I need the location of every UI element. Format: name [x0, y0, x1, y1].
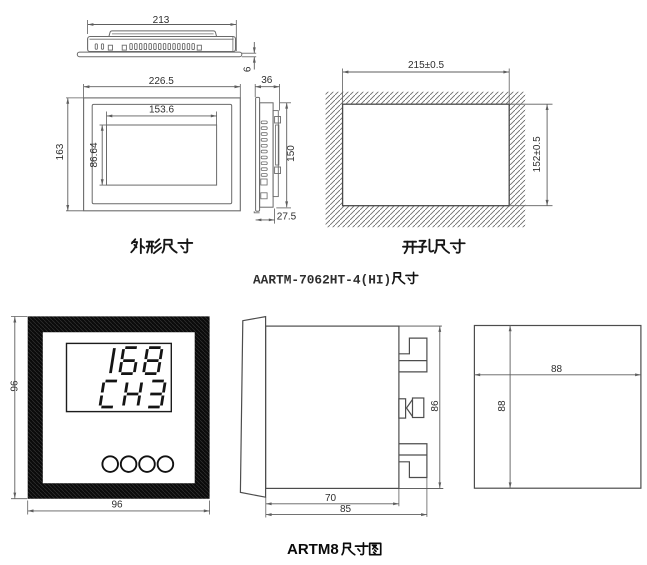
svg-text:85: 85 — [340, 504, 352, 515]
svg-text:36: 36 — [261, 75, 273, 86]
svg-text:88: 88 — [497, 400, 508, 412]
svg-text:86: 86 — [430, 400, 441, 412]
svg-text:ARTM8: ARTM8 — [287, 541, 339, 558]
svg-text:AARTM-7062HT-4(HI): AARTM-7062HT-4(HI) — [253, 273, 391, 288]
svg-text:215±0.5: 215±0.5 — [408, 60, 445, 71]
svg-text:226.5: 226.5 — [149, 76, 174, 87]
svg-text:163: 163 — [55, 143, 66, 160]
svg-text:70: 70 — [325, 493, 337, 504]
svg-text:86.64: 86.64 — [89, 142, 100, 167]
svg-text:27.5: 27.5 — [277, 211, 297, 222]
svg-text:153.6: 153.6 — [149, 104, 174, 115]
svg-text:152±0.5: 152±0.5 — [532, 136, 543, 173]
svg-text:213: 213 — [153, 15, 170, 26]
svg-text:150: 150 — [286, 145, 297, 162]
svg-text:88: 88 — [551, 364, 563, 375]
svg-text:6: 6 — [243, 66, 254, 72]
svg-text:96: 96 — [111, 500, 123, 511]
